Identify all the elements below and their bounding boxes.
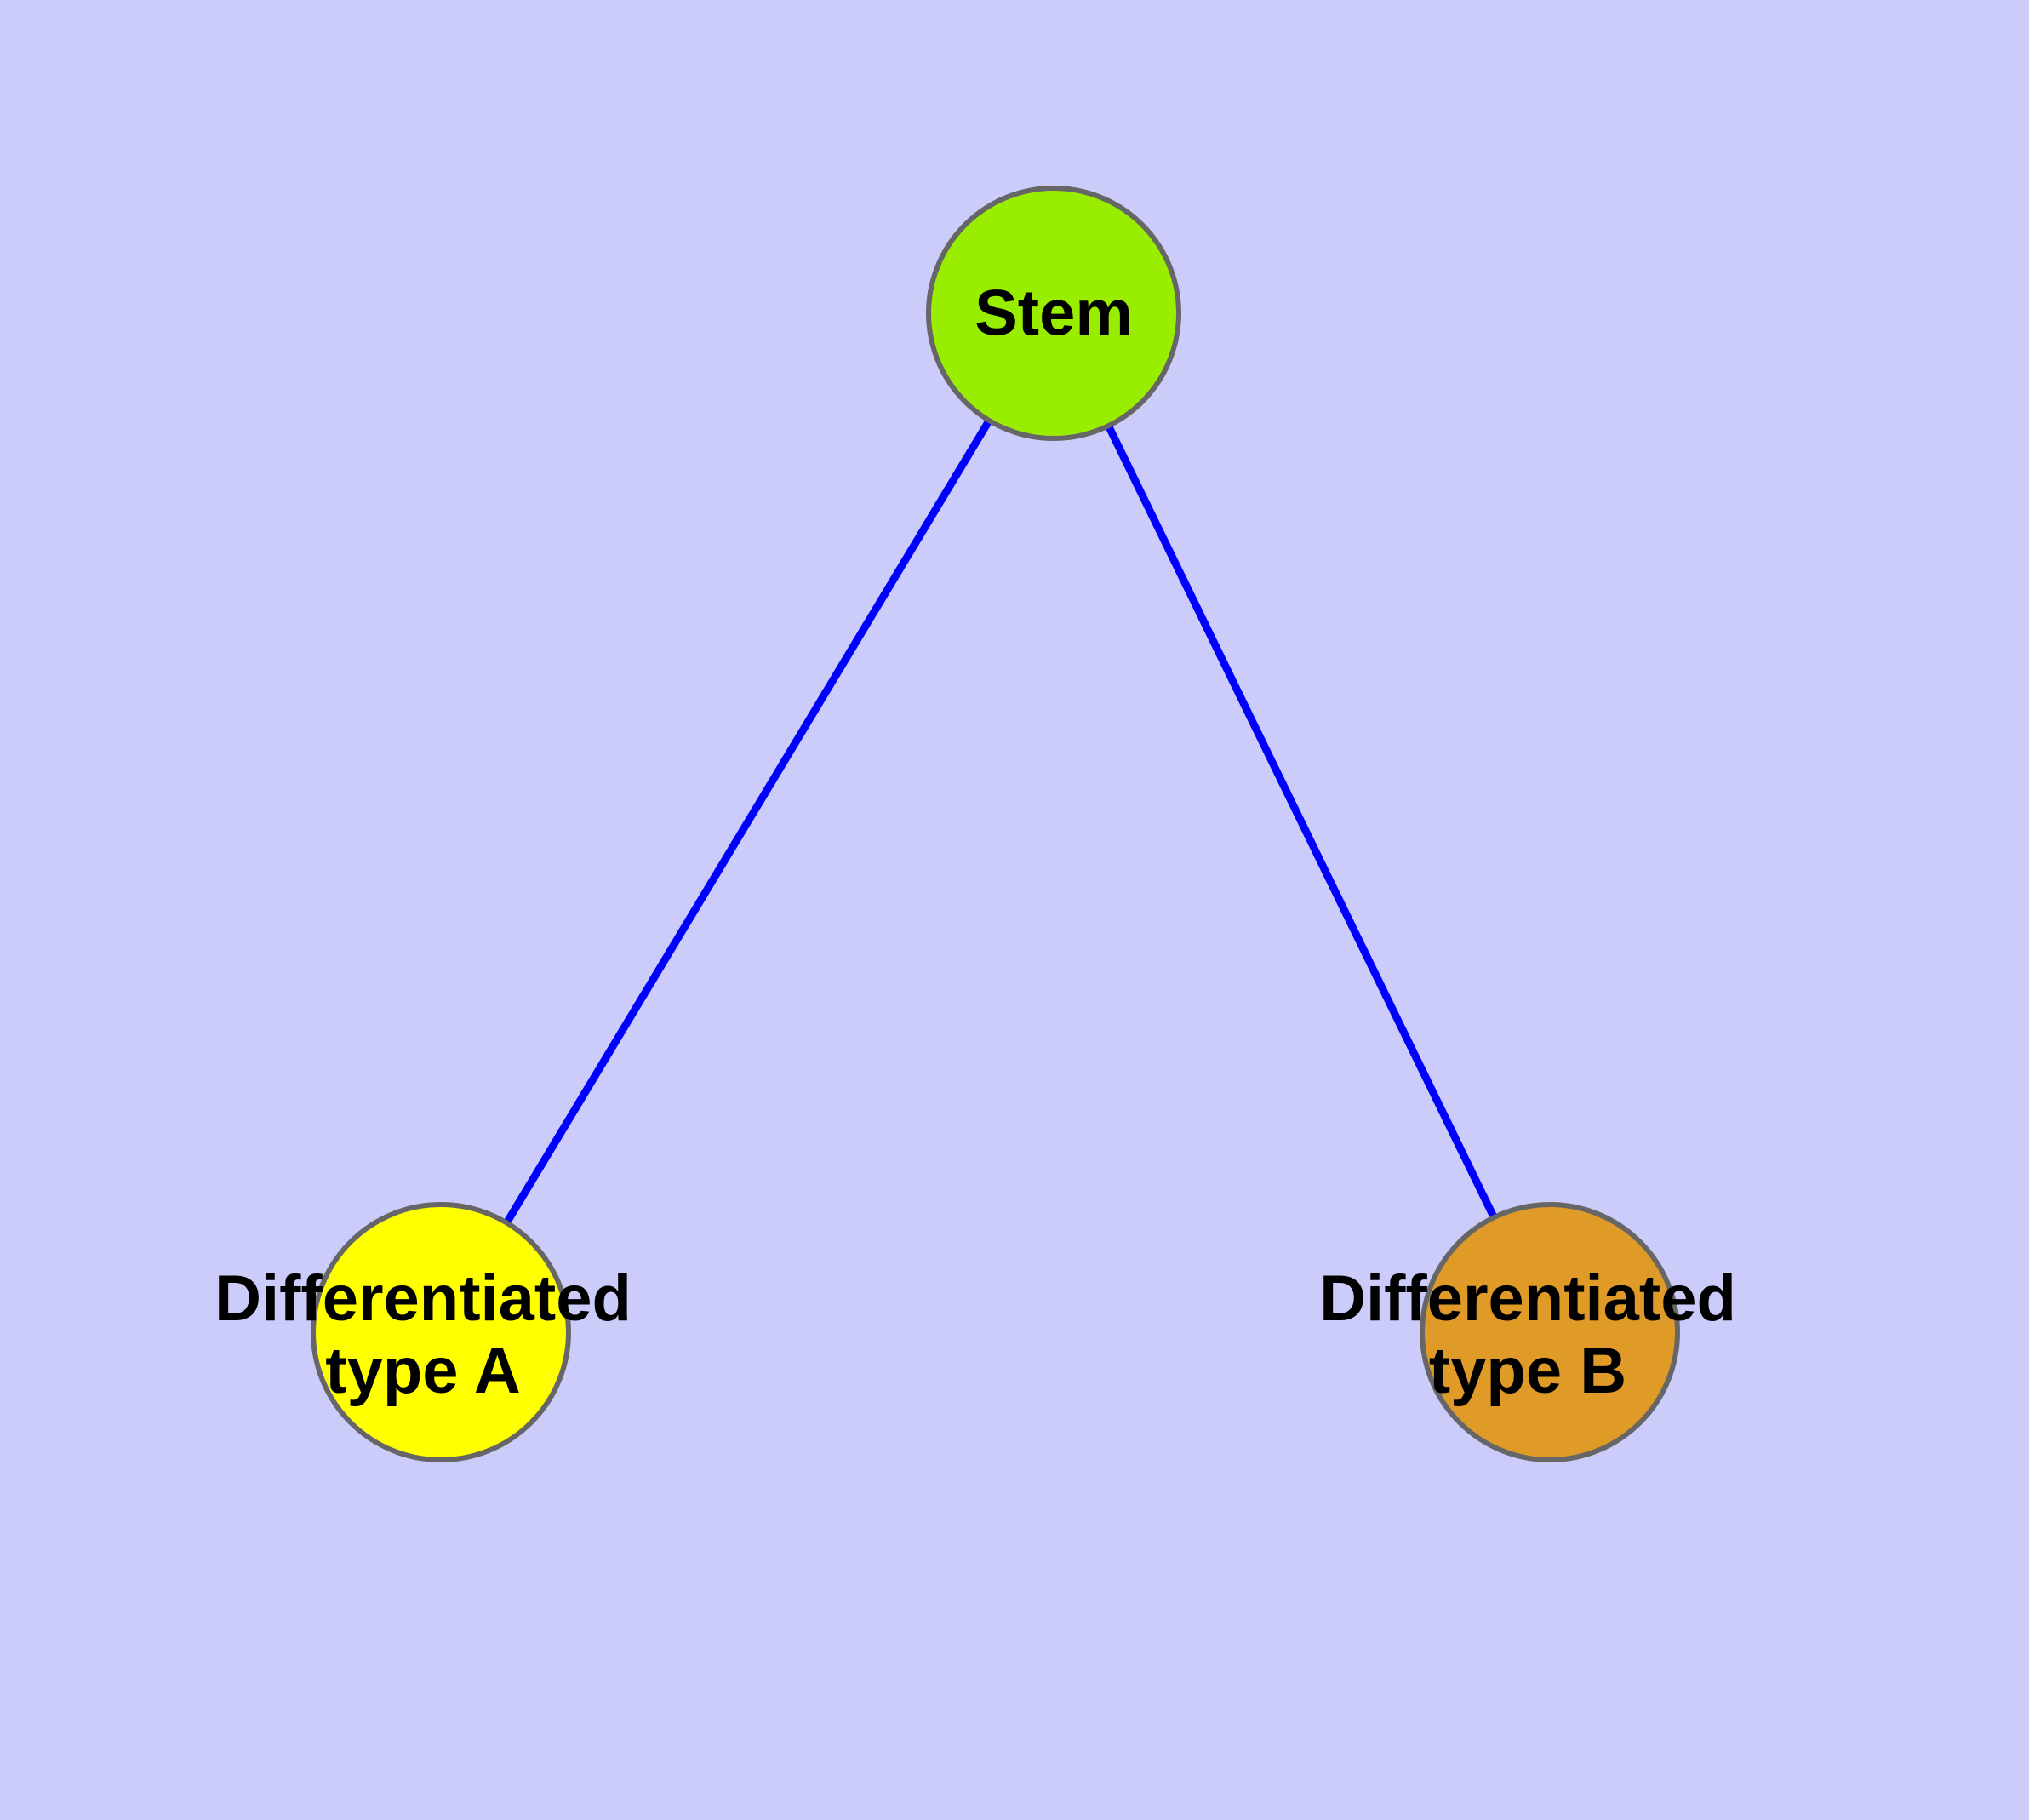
edge-stem-to-a[interactable]: [503, 419, 992, 1224]
nodes-layer: [311, 186, 1680, 1462]
node-circle-diff-b[interactable]: [1420, 1202, 1680, 1462]
node-circle-stem[interactable]: [926, 186, 1181, 441]
edges-layer: [503, 419, 1497, 1224]
edge-stem-to-b[interactable]: [1105, 425, 1497, 1219]
node-circle-diff-a[interactable]: [311, 1202, 571, 1462]
